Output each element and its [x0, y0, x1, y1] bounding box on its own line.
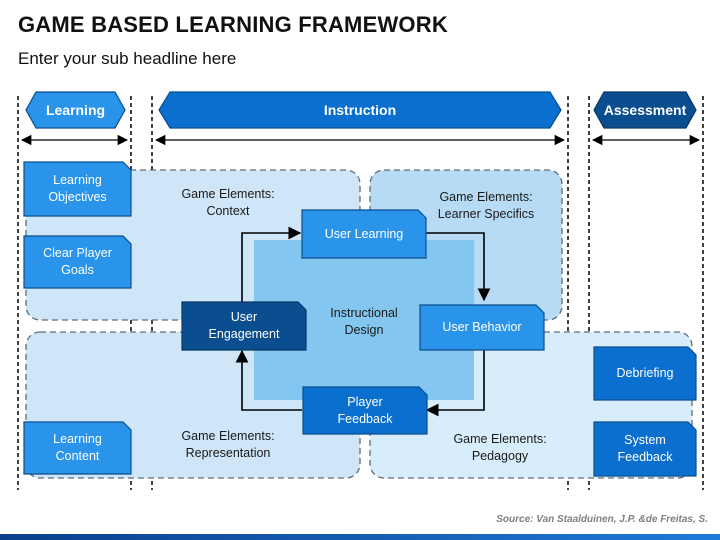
- page-title: GAME BASED LEARNING FRAMEWORK: [18, 12, 448, 37]
- assessment-header-shape: [593, 91, 697, 129]
- representation-label: Game Elements: Representation: [168, 428, 288, 462]
- learning-content-line2: Content: [55, 449, 100, 463]
- user-engagement-line2: Engagement: [208, 327, 280, 341]
- learning-objectives-line1: Learning: [53, 173, 102, 187]
- learner-specifics-label: Game Elements: Learner Specifics: [426, 189, 546, 223]
- instruction-header-shape: [158, 91, 562, 129]
- pedagogy-label: Game Elements: Pedagogy: [440, 431, 560, 465]
- user-learning-label: User Learning: [324, 226, 404, 241]
- cycle-arrows: [235, 226, 491, 417]
- instructional-design-label-line2: Design: [344, 323, 384, 337]
- context-label-line2: Context: [206, 204, 250, 218]
- pedagogy-label-line1: Game Elements:: [453, 432, 547, 446]
- learner-specifics-label-line1: Game Elements:: [439, 190, 533, 204]
- page-subtitle: Enter your sub headline here: [18, 49, 237, 68]
- clear-player-goals-line2: Goals: [61, 263, 94, 277]
- instructional-design-label-line1: Instructional: [330, 306, 398, 320]
- context-label: Game Elements: Context: [168, 186, 288, 220]
- user-engagement-line1: User: [230, 310, 258, 324]
- user-behavior-box: [419, 304, 545, 351]
- instruction-header-label: Instruction: [323, 101, 397, 118]
- assessment-header-label: Assessment: [603, 101, 687, 118]
- learning-header-shape: [25, 91, 126, 129]
- debriefing-box: [593, 346, 697, 401]
- learning-objectives-line2: Objectives: [48, 190, 107, 204]
- system-feedback-box: [593, 421, 697, 477]
- learner-specifics-label-line2: Learner Specifics: [437, 207, 535, 221]
- source-citation: Source: Van Staalduinen, J.P. &de Freita…: [496, 514, 708, 525]
- clear-player-goals-line1: Clear Player: [43, 246, 112, 260]
- system-feedback-line1: System: [624, 433, 666, 447]
- context-label-line1: Game Elements:: [181, 187, 275, 201]
- user-behavior-label: User Behavior: [442, 320, 522, 334]
- user-engagement-box: [181, 301, 307, 351]
- learning-content-line1: Learning: [53, 432, 102, 446]
- player-feedback-line1: Player: [347, 394, 383, 409]
- player-feedback-box: [302, 386, 428, 435]
- representation-label-line2: Representation: [185, 446, 271, 460]
- bottom-accent-bar: [0, 534, 720, 540]
- system-feedback-line2: Feedback: [617, 450, 673, 464]
- representation-label-line1: Game Elements:: [181, 429, 275, 443]
- learning-header-label: Learning: [45, 101, 106, 118]
- learning-objectives-box: [23, 161, 132, 217]
- debriefing-label: Debriefing: [616, 366, 674, 380]
- user-learning-box: [301, 209, 427, 259]
- instructional-design-label: Instructional Design: [314, 305, 414, 339]
- pedagogy-label-line2: Pedagogy: [471, 449, 529, 463]
- player-feedback-line2: Feedback: [337, 411, 393, 426]
- clear-player-goals-box: [23, 235, 132, 289]
- learning-content-box: [23, 421, 132, 475]
